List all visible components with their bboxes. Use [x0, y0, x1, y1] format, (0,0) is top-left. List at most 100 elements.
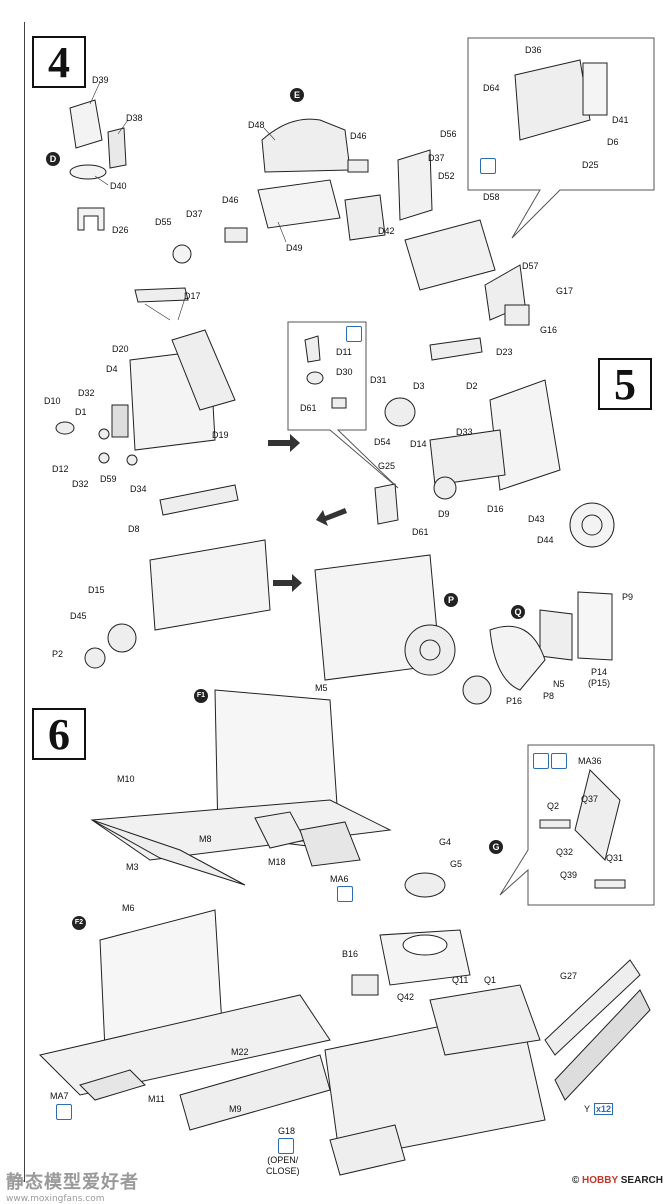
part-label-d2: D2: [466, 381, 478, 391]
part-label-d19: D19: [212, 430, 229, 440]
part-label-d4: D4: [106, 364, 118, 374]
movable-note: (OPEN/ CLOSE): [266, 1155, 300, 1176]
step-number-5: 5: [598, 358, 652, 410]
part-label-q11: Q11: [452, 975, 469, 985]
part-label-d10: D10: [44, 396, 61, 406]
part-label-p14: P14: [591, 667, 608, 677]
page-border: [24, 22, 665, 1182]
part-label-d64: D64: [483, 83, 500, 93]
part-label-q1: Q1: [484, 975, 497, 985]
substep-p-badge: P: [444, 593, 458, 607]
part-label-q39: Q39: [560, 870, 578, 880]
brand-logo: © HOBBY SEARCH: [572, 1175, 663, 1186]
part-label-g25: G25: [378, 461, 396, 471]
part-label-d8: D8: [128, 524, 140, 534]
part-label-d34: D34: [130, 484, 147, 494]
part-label-d40: D40: [110, 181, 127, 191]
cement-icon: [337, 886, 353, 902]
part-label-d43: D43: [528, 514, 545, 524]
step-number-6: 6: [32, 708, 86, 760]
part-label-d32a: D32: [78, 388, 95, 398]
brand-hobby: HOBBY: [582, 1175, 618, 1186]
glue-icon: [533, 753, 549, 769]
part-label-p16: P16: [506, 696, 523, 706]
part-label-n5: N5: [553, 679, 565, 689]
part-label-d45: D45: [70, 611, 87, 621]
part-label-d41: D41: [612, 115, 629, 125]
part-label-m8: M8: [199, 834, 212, 844]
part-label-q31: Q31: [606, 853, 624, 863]
part-label-d31: D31: [370, 375, 387, 385]
brand-search: SEARCH: [620, 1175, 663, 1186]
part-label-d38: D38: [126, 113, 143, 123]
part-label-m5: M5: [315, 683, 328, 693]
part-label-p9: P9: [622, 592, 634, 602]
part-label-d25: D25: [582, 160, 599, 170]
part-label-d55: D55: [155, 217, 172, 227]
part-label-d54: D54: [374, 437, 391, 447]
quantity-badge: x12: [594, 1103, 614, 1115]
part-label-d36: D36: [525, 45, 542, 55]
watermark-url: www.moxingfans.com: [6, 1194, 105, 1204]
part-label-g5: G5: [450, 859, 463, 869]
part-label-m3: M3: [126, 862, 139, 872]
part-label-d59: D59: [100, 474, 117, 484]
part-label-d33: D33: [456, 427, 473, 437]
part-label-d37b: D37: [186, 209, 203, 219]
part-label-d48: D48: [248, 120, 265, 130]
part-label-m9: M9: [229, 1104, 242, 1114]
part-label-d30: D30: [336, 367, 353, 377]
part-label-b16: B16: [342, 949, 359, 959]
substep-e-badge: E: [290, 88, 304, 102]
part-label-d17: D17: [184, 291, 201, 301]
part-label-m18: M18: [268, 857, 286, 867]
part-label-d3: D3: [413, 381, 425, 391]
part-label-ma36: MA36: [578, 756, 602, 766]
part-label-d37: D37: [428, 153, 445, 163]
part-label-d42: D42: [378, 226, 395, 236]
step-number-4: 4: [32, 36, 86, 88]
part-label-d61a: D61: [300, 403, 317, 413]
part-label-d6: D6: [607, 137, 619, 147]
part-label-m6: M6: [122, 903, 135, 913]
substep-q-badge: Q: [511, 605, 525, 619]
part-label-q42: Q42: [397, 992, 415, 1002]
part-label-d46b: D46: [222, 195, 239, 205]
part-label-ma7: MA7: [50, 1091, 69, 1101]
part-label-q37: Q37: [581, 794, 599, 804]
part-label-q2: Q2: [547, 801, 560, 811]
copyright-mark: ©: [571, 1175, 580, 1186]
part-label-d11: D11: [336, 347, 352, 357]
part-label-q32: Q32: [556, 847, 574, 857]
part-label-y: Y: [584, 1104, 591, 1114]
part-label-p2: P2: [52, 649, 64, 659]
part-label-d46: D46: [350, 131, 367, 141]
part-label-d52: D52: [438, 171, 455, 181]
part-label-d44: D44: [537, 535, 554, 545]
part-label-d26: D26: [112, 225, 129, 235]
part-label-d58: D58: [483, 192, 500, 202]
part-label-d1: D1: [75, 407, 87, 417]
part-label-d61b: D61: [412, 527, 429, 537]
watermark: 静态模型爱好者 www.moxingfans.com: [6, 1168, 139, 1204]
part-label-p8: P8: [543, 691, 555, 701]
watermark-title: 静态模型爱好者: [6, 1172, 139, 1193]
part-label-m11: M11: [148, 1094, 165, 1104]
part-label-p15: (P15): [588, 678, 611, 688]
part-label-g27: G27: [560, 971, 578, 981]
substep-d-badge: D: [46, 152, 60, 166]
part-label-g18: G18: [278, 1126, 296, 1136]
part-label-d12: D12: [52, 464, 69, 474]
glue-icon: [346, 326, 362, 342]
part-label-d16: D16: [487, 504, 504, 514]
part-label-g17: G17: [556, 286, 574, 296]
part-label-ma6: MA6: [330, 874, 349, 884]
part-label-g16: G16: [540, 325, 558, 335]
substep-f1-badge: F1: [194, 689, 208, 703]
part-label-d57: D57: [522, 261, 539, 271]
cement-icon: [551, 753, 567, 769]
part-label-d23: D23: [496, 347, 513, 357]
substep-g-badge: G: [489, 840, 503, 854]
movable-icon: [278, 1138, 294, 1154]
